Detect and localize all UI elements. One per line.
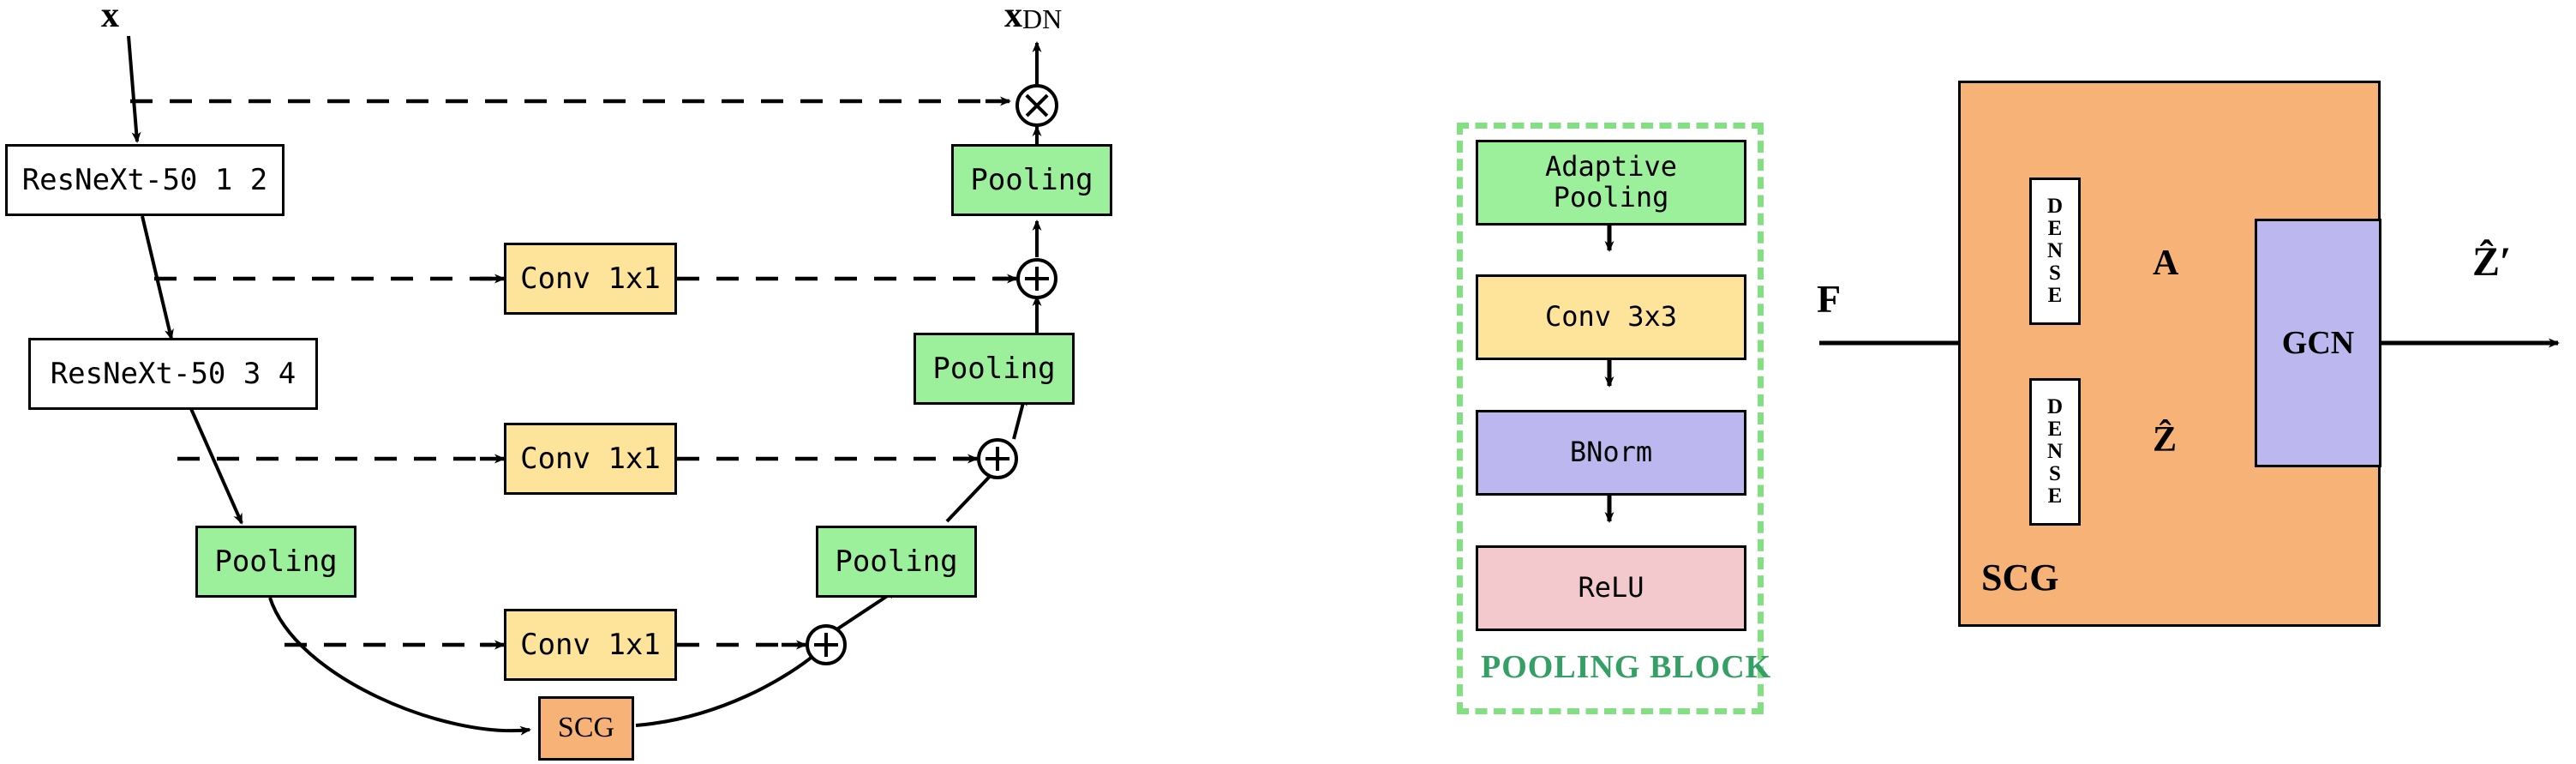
scg-edge-label-a: A [2153, 244, 2179, 283]
pooling-block-stage-bnorm[interactable]: BNorm [1476, 410, 1746, 496]
block-label: Conv 1x1 [520, 261, 661, 296]
scg-output-label-zhat-prime: Ẑ′ [2472, 239, 2512, 285]
pooling-block-stage-adaptive-pooling[interactable]: Adaptive Pooling [1476, 140, 1746, 226]
operator-add-node-2[interactable] [977, 438, 1018, 479]
operator-multiply-node[interactable] [1015, 84, 1058, 127]
scg-gcn-block[interactable]: GCN [2255, 219, 2381, 467]
scg-dense-top[interactable]: D E N S E [2029, 177, 2081, 325]
block-pooling-decoder-3[interactable]: Pooling [816, 526, 977, 598]
input-label-x: x [101, 0, 119, 35]
scg-caption: SCG [1981, 556, 2059, 599]
block-resnext-50-3-4[interactable]: ResNeXt-50 3 4 [28, 338, 318, 410]
stage-label: Adaptive Pooling [1544, 150, 1678, 214]
block-label: Pooling [214, 544, 338, 579]
block-label: GCN [2281, 324, 2355, 361]
block-label: Pooling [970, 162, 1093, 197]
operator-add-node-1[interactable] [1016, 258, 1057, 299]
dense-letter: E [2047, 284, 2063, 307]
pooling-block-stage-relu[interactable]: ReLU [1476, 545, 1746, 631]
pooling-block-caption: POOLING BLOCK [1481, 649, 1772, 685]
operator-add-node-3[interactable] [806, 624, 847, 665]
stage-label: ReLU [1578, 571, 1644, 605]
dense-letter: E [2047, 484, 2063, 508]
stage-label: BNorm [1569, 436, 1653, 469]
output-label-xdn: xDN [1004, 0, 1063, 35]
block-conv1x1-skip-1[interactable]: Conv 1x1 [504, 243, 677, 315]
pooling-block-group [1457, 123, 1764, 714]
dense-letter: D [2046, 195, 2064, 218]
dense-letter: D [2046, 395, 2064, 418]
block-pooling-decoder-2[interactable]: Pooling [914, 333, 1075, 405]
dense-letter: E [2047, 217, 2063, 240]
block-label: ResNeXt-50 1 2 [21, 162, 268, 197]
block-label: Pooling [932, 351, 1056, 386]
block-label: Conv 1x1 [520, 627, 661, 662]
block-scg-bottleneck[interactable]: SCG [538, 696, 634, 761]
block-label: SCG [557, 712, 615, 744]
pooling-block-stage-conv3x3[interactable]: Conv 3x3 [1476, 274, 1746, 360]
dense-letter: S [2049, 462, 2061, 485]
dense-letter: N [2046, 239, 2064, 262]
block-resnext-50-1-2[interactable]: ResNeXt-50 1 2 [5, 144, 285, 216]
scg-edge-label-zhat: Ẑ [2153, 420, 2178, 460]
scg-input-label-f: F [1817, 277, 1842, 321]
stage-label: Conv 3x3 [1544, 300, 1678, 334]
dense-letter: E [2047, 418, 2063, 441]
dense-letter: S [2049, 262, 2061, 285]
dense-letter: N [2046, 440, 2064, 463]
block-label: Conv 1x1 [520, 441, 661, 476]
block-pooling-decoder-1[interactable]: Pooling [951, 144, 1112, 216]
block-label: ResNeXt-50 3 4 [50, 356, 297, 391]
block-label: Pooling [835, 544, 958, 579]
block-conv1x1-skip-2[interactable]: Conv 1x1 [504, 423, 677, 495]
block-pooling-encoder[interactable]: Pooling [195, 526, 356, 598]
scg-dense-bottom[interactable]: D E N S E [2029, 378, 2081, 526]
block-conv1x1-skip-3[interactable]: Conv 1x1 [504, 609, 677, 681]
